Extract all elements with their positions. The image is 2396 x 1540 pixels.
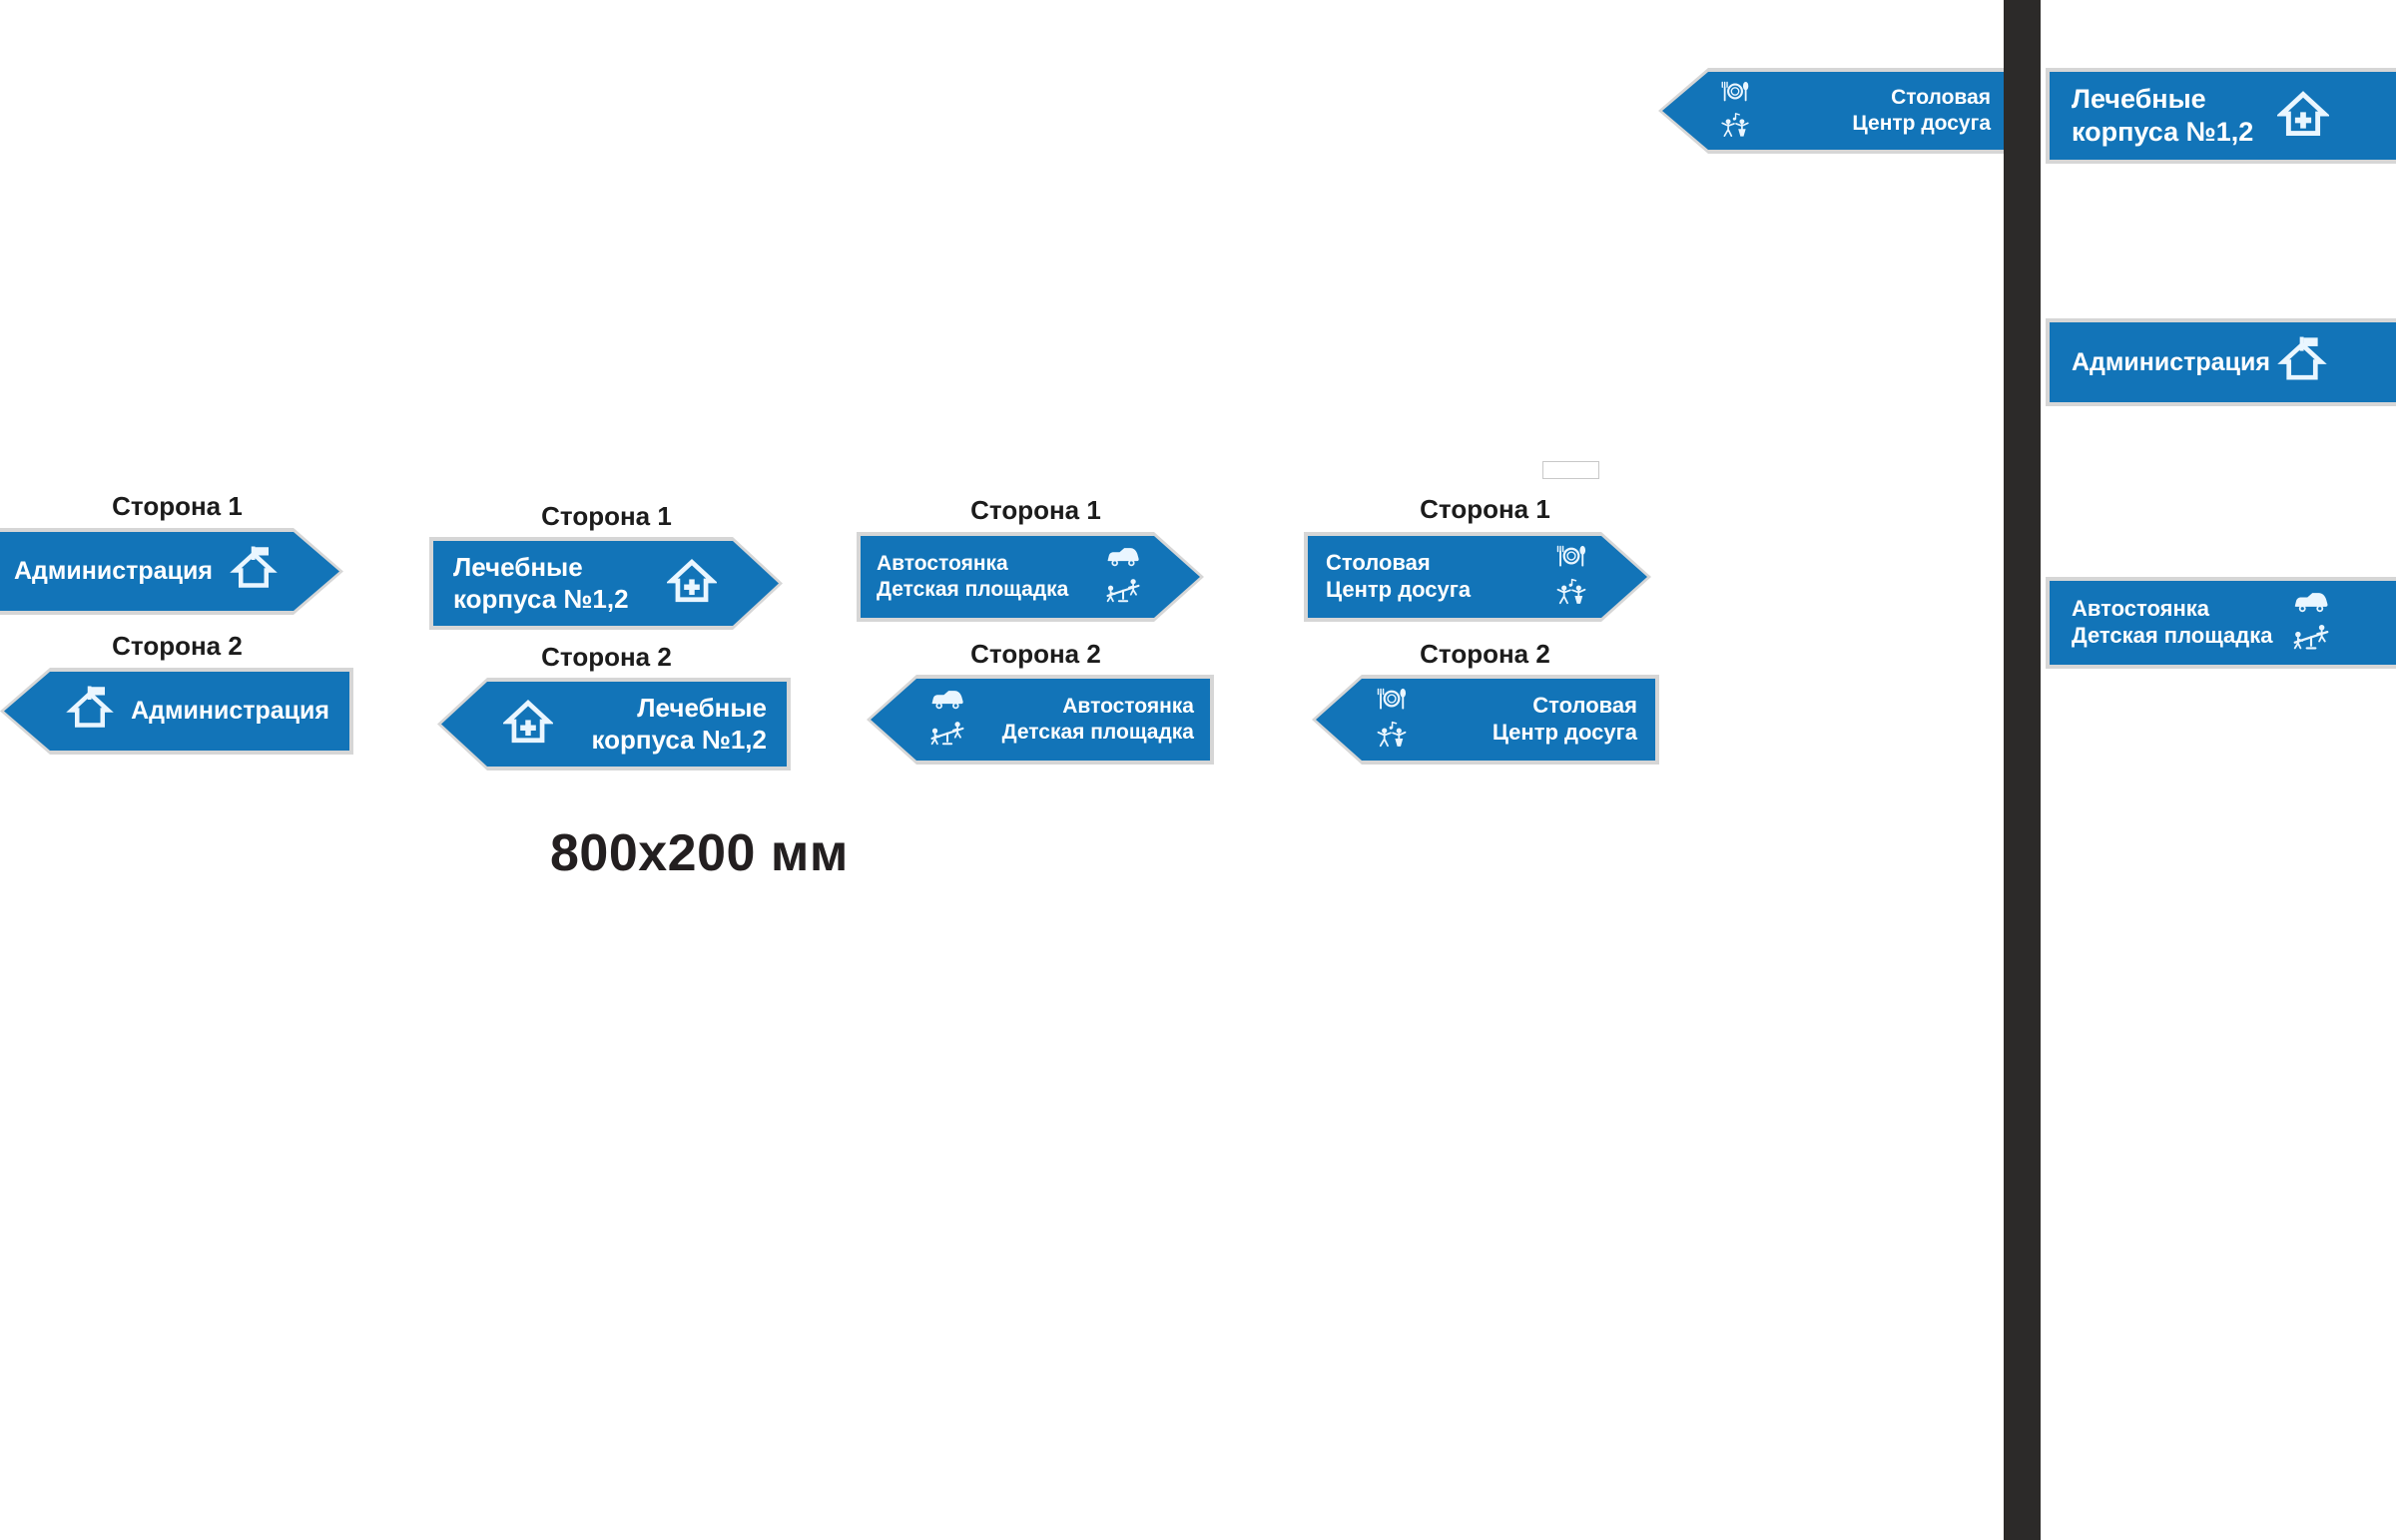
sign-administration-side2[interactable]: Администрация <box>0 668 353 755</box>
sign-face <box>1308 536 1647 618</box>
car-icon <box>1104 545 1142 574</box>
dancing-people-music-icon <box>1374 721 1410 754</box>
sign-face <box>1316 679 1655 761</box>
sign-medical-right-panel[interactable]: Лечебные корпуса №1,2 <box>2050 72 2396 160</box>
sign-line: Центр досуга <box>1326 577 1472 602</box>
dimension-label: 800x200 мм <box>550 824 849 882</box>
sign-icons <box>1374 686 1410 754</box>
sign-line: Автостоянка <box>1062 695 1194 719</box>
sign-labels: Администрация <box>131 696 329 727</box>
hospital-cross-icon <box>2275 88 2331 145</box>
sign-labels: Лечебные корпуса №1,2 <box>2072 83 2253 149</box>
sign-line: корпуса №1,2 <box>453 583 629 614</box>
car-icon <box>928 688 966 717</box>
sign-line: Столовая <box>1532 693 1637 719</box>
sign-labels: Лечебные корпуса №1,2 <box>591 693 767 756</box>
sign-line: Столовая <box>1326 550 1431 576</box>
sign-labels: Автостоянка Детская площадка <box>1002 694 1194 745</box>
sign-face <box>2050 581 2396 665</box>
sign-face <box>433 541 779 626</box>
house-flag-icon <box>2277 335 2327 390</box>
sign-labels: Столовая Центр досуга <box>1852 85 1991 136</box>
caption-side1-parking: Сторона 1 <box>970 495 1101 525</box>
sign-icons <box>1553 543 1589 611</box>
house-flag-icon <box>230 545 278 598</box>
sign-icons <box>1104 545 1142 609</box>
sign-labels: Администрация <box>2072 347 2270 378</box>
car-icon <box>2291 590 2331 620</box>
sign-line: Центр досуга <box>1852 112 1991 135</box>
sign-line: корпуса №1,2 <box>591 724 767 755</box>
sign-labels: Автостоянка Детская площадка <box>877 551 1068 602</box>
sign-icons <box>2291 590 2331 656</box>
sign-medical-side2[interactable]: Лечебные корпуса №1,2 <box>437 678 791 770</box>
sign-labels: Администрация <box>14 556 213 587</box>
sign-line: Автостоянка <box>2072 596 2209 622</box>
sign-icons <box>230 545 278 598</box>
seesaw-playground-icon <box>1104 576 1142 609</box>
sign-line: Администрация <box>2072 347 2270 376</box>
sign-face <box>871 679 1210 761</box>
sign-line: корпуса №1,2 <box>2072 117 2254 147</box>
fork-plate-spoon-icon <box>1553 543 1589 574</box>
empty-placeholder-box <box>1542 461 1599 479</box>
sign-line: Детская площадка <box>2072 623 2273 648</box>
fork-plate-spoon-icon <box>1718 79 1752 109</box>
sign-icons <box>928 688 966 752</box>
sign-administration-right-panel[interactable]: Администрация <box>2050 322 2396 402</box>
panel-divider-overlay <box>2004 0 2041 1540</box>
sign-canteen-side2[interactable]: Столовая Центр досуга <box>1312 675 1659 765</box>
sign-parking-right-panel[interactable]: Автостоянка Детская площадка <box>2050 581 2396 665</box>
sign-line: Столовая <box>1891 86 1991 110</box>
seesaw-playground-icon <box>2291 622 2331 656</box>
sign-labels: Столовая Центр досуга <box>1326 550 1471 604</box>
sign-labels: Автостоянка Детская площадка <box>2072 596 2273 650</box>
caption-side2-medical: Сторона 2 <box>541 642 672 672</box>
sign-face <box>441 682 787 767</box>
caption-side1-administration: Сторона 1 <box>112 491 243 521</box>
sign-icons <box>1718 79 1752 144</box>
sign-face <box>0 532 339 611</box>
sign-line: Автостоянка <box>877 552 1008 576</box>
sign-line: Лечебные <box>637 692 767 723</box>
dancing-people-music-icon <box>1718 112 1752 144</box>
sign-line: Центр досуга <box>1492 720 1637 745</box>
dancing-people-music-icon <box>1553 578 1589 611</box>
sign-face <box>2050 72 2396 160</box>
sign-face <box>2050 322 2396 402</box>
hospital-cross-icon <box>501 697 555 752</box>
sign-icons <box>665 556 719 611</box>
sign-line: Лечебные <box>453 551 583 582</box>
sign-face <box>861 536 1200 618</box>
caption-side2-parking: Сторона 2 <box>970 639 1101 669</box>
sign-icons <box>2275 88 2331 145</box>
sign-face <box>1662 72 2007 150</box>
caption-side2-canteen: Сторона 2 <box>1420 639 1550 669</box>
sign-administration-side1[interactable]: Администрация <box>0 532 339 611</box>
sign-icons <box>2277 335 2327 390</box>
sign-face <box>4 672 349 751</box>
sign-medical-side1[interactable]: Лечебные корпуса №1,2 <box>433 541 779 626</box>
caption-side1-canteen: Сторона 1 <box>1420 494 1550 524</box>
sign-labels: Столовая Центр досуга <box>1493 693 1637 747</box>
sign-line: Детская площадка <box>877 578 1069 601</box>
seesaw-playground-icon <box>928 719 966 752</box>
sign-canteen-side1[interactable]: Столовая Центр досуга <box>1308 536 1647 618</box>
sign-line: Администрация <box>14 557 213 586</box>
sign-parking-side1[interactable]: Автостоянка Детская площадка <box>861 536 1200 618</box>
sign-line: Администрация <box>131 697 329 726</box>
house-flag-icon <box>66 685 114 738</box>
hospital-cross-icon <box>665 556 719 611</box>
caption-side2-administration: Сторона 2 <box>112 631 243 661</box>
sign-icons <box>501 697 555 752</box>
caption-side1-medical: Сторона 1 <box>541 501 672 531</box>
sign-line: Лечебные <box>2072 84 2206 115</box>
sign-icons <box>66 685 114 738</box>
sign-canteen-leisure-top-left[interactable]: Столовая Центр досуга <box>1658 68 2011 154</box>
sign-labels: Лечебные корпуса №1,2 <box>453 552 629 615</box>
sign-parking-side2[interactable]: Автостоянка Детская площадка <box>867 675 1214 765</box>
sign-line: Детская площадка <box>1001 721 1194 744</box>
fork-plate-spoon-icon <box>1374 686 1410 717</box>
